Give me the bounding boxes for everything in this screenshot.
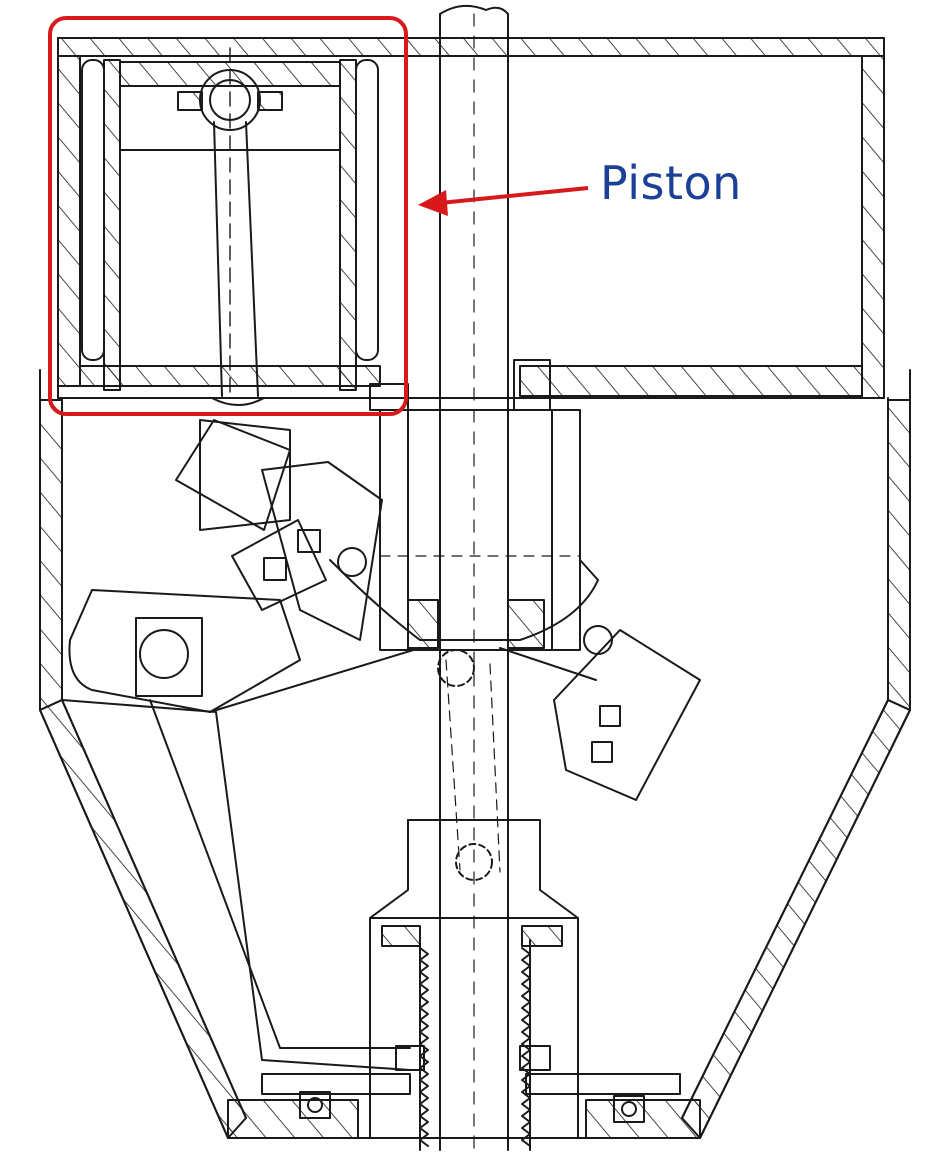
cylinder-liner [81,59,379,391]
main-shaft [439,4,509,1151]
rocker-arm-right [499,629,701,801]
piston-callout [48,16,589,416]
piston-highlight-box [48,16,408,416]
link-rod [437,649,501,881]
piston [119,47,341,401]
piston-label: Piston [600,156,742,210]
shaft-sleeve [369,359,581,651]
threaded-housing [369,819,579,1151]
swash-plate [175,419,613,655]
bottom-rails [227,1073,701,1139]
line-drawing [39,4,911,1151]
callout-arrow-shaft [439,186,589,205]
callout-arrow-head [418,190,448,216]
connecting-rod [211,121,265,406]
rocker-arm-left [61,589,421,1071]
lower-casing [39,369,911,1139]
